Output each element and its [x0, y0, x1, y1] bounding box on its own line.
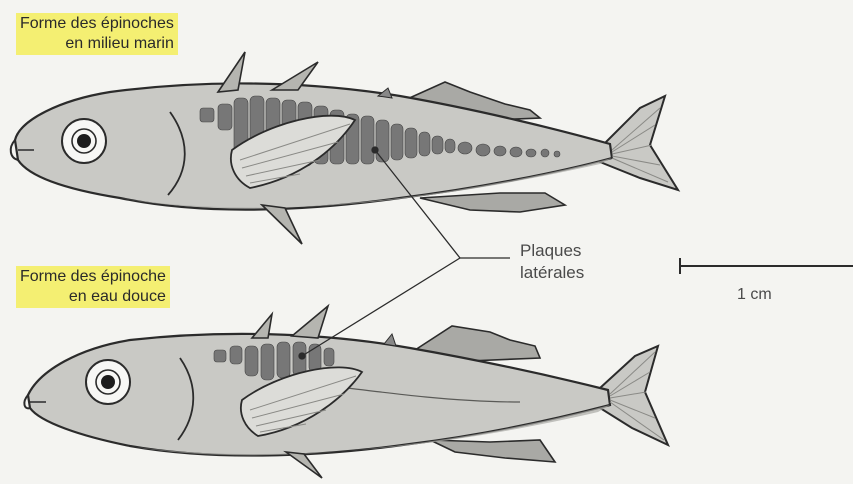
- marine-pelvic-spine: [262, 205, 302, 244]
- freshwater-stickleback: [24, 306, 668, 478]
- lateral-plates-label-line1: Plaques: [520, 240, 584, 262]
- marine-stickleback: [11, 52, 678, 244]
- scale-bar: [680, 258, 853, 274]
- marine-form-label: Forme des épinoches en milieu marin: [16, 13, 178, 55]
- marine-tail: [600, 96, 678, 190]
- fresh-eye: [86, 360, 130, 404]
- marine-eye: [62, 119, 106, 163]
- fresh-pelvic-spine: [286, 452, 322, 478]
- fresh-dorsal-spine-2: [292, 306, 328, 338]
- marine-form-label-line2: en milieu marin: [20, 34, 174, 54]
- marine-anal-fin: [420, 193, 565, 212]
- lateral-plates-label-line2: latérales: [520, 262, 584, 284]
- scale-label: 1 cm: [737, 284, 772, 306]
- freshwater-form-label-line2: en eau douce: [20, 287, 166, 307]
- freshwater-form-label-line1: Forme des épinoche: [20, 267, 166, 287]
- fresh-dorsal-spine-1: [252, 314, 272, 338]
- lateral-plates-label: Plaques latérales: [520, 240, 584, 284]
- marine-form-label-line1: Forme des épinoches: [20, 14, 174, 34]
- freshwater-form-label: Forme des épinoche en eau douce: [16, 266, 170, 308]
- fresh-anal-fin: [430, 440, 555, 462]
